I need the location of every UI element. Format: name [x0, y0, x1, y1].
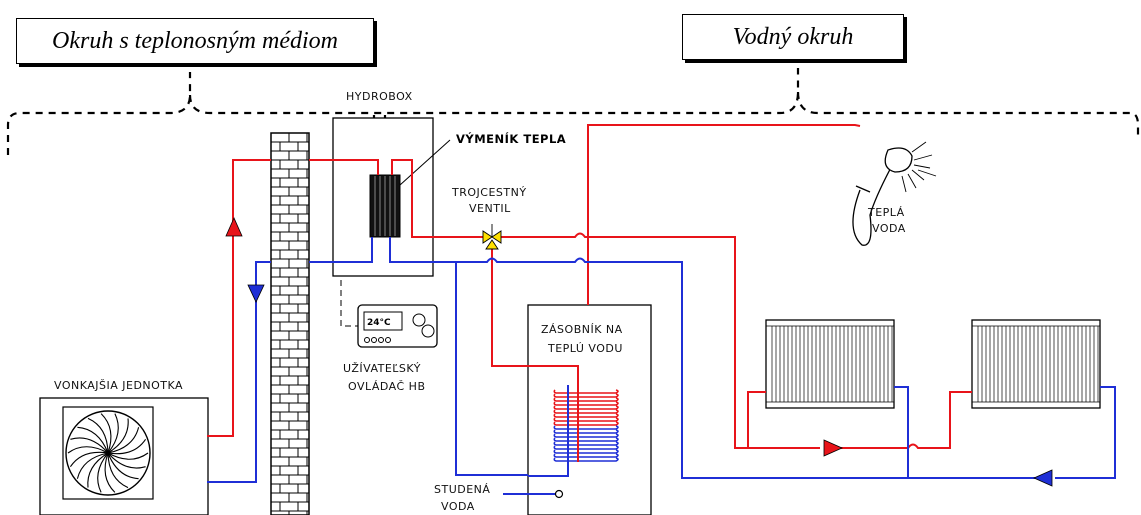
pump-arrow-icon — [225, 217, 1053, 487]
tank-label-2: TEPLÚ VODU — [547, 342, 623, 355]
heat-exchanger — [369, 139, 451, 238]
outdoor-unit — [39, 397, 209, 515]
hot-water-tank — [527, 304, 652, 515]
cold-water-pipes — [207, 237, 1116, 495]
cold-water-label-1: STUDENÁ — [434, 483, 490, 496]
radiator-icon — [971, 319, 1101, 409]
valve-label-1: TROJCESTNÝ — [451, 186, 527, 199]
brick-wall — [270, 132, 310, 515]
circuit-bracket — [6, 68, 1140, 155]
fan-icon — [65, 410, 151, 496]
title-water-circuit: Vodný okruh — [682, 14, 904, 60]
controller-label-2: OVLÁDAČ HB — [348, 380, 426, 393]
valve-label-2: VENTIL — [469, 202, 511, 215]
radiator-icon — [765, 319, 895, 409]
title-heat-transfer-circuit: Okruh s teplonosným médiom — [16, 18, 374, 64]
outdoor-unit-label: VONKAJŠIA JEDNOTKA — [54, 379, 183, 392]
shower-icon — [852, 141, 937, 246]
warm-water-label-2: VODA — [872, 222, 906, 235]
controller-display-text: 24°C — [367, 318, 391, 328]
hydrobox-label: HYDROBOX — [346, 90, 413, 103]
heat-exchanger-label: VÝMENÍK TEPLA — [456, 131, 566, 146]
user-controller: 24°C — [340, 280, 438, 348]
hot-water-pipes — [207, 124, 972, 455]
controller-label-1: UŽÍVATEĽSKÝ — [343, 362, 421, 375]
cold-water-inlet — [554, 489, 564, 499]
three-way-valve-icon — [482, 224, 502, 250]
cold-water-label-2: VODA — [441, 500, 475, 513]
warm-water-label-1: TEPLÁ — [867, 206, 905, 219]
tank-label-1: ZÁSOBNÍK NA — [541, 323, 623, 336]
